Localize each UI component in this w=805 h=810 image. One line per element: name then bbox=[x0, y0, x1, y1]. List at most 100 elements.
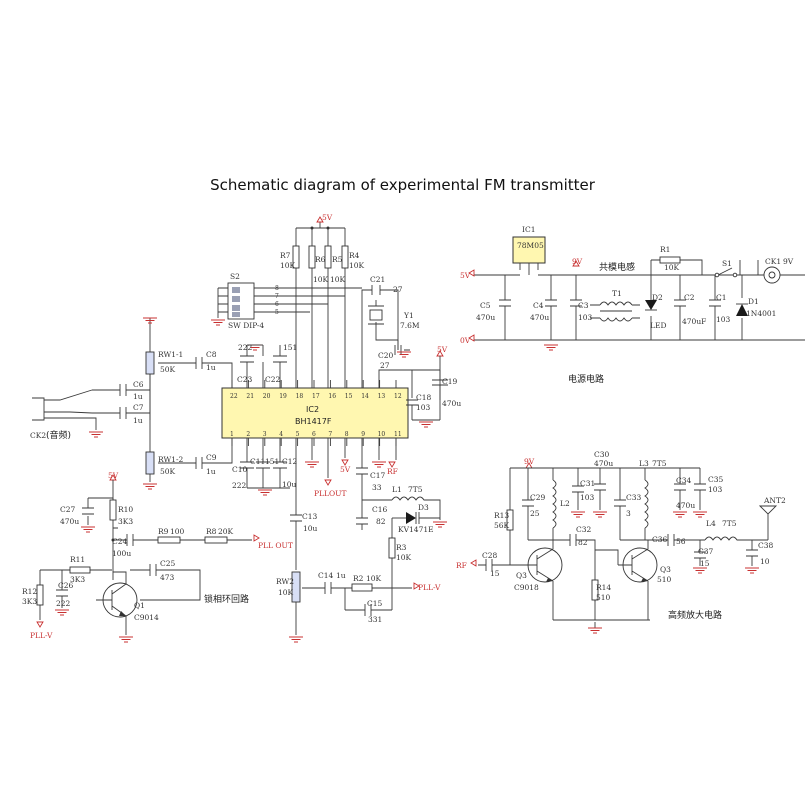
rw1-1-ref: RW1-1 bbox=[158, 350, 183, 359]
r13-value: 56K bbox=[494, 521, 510, 530]
ic2-pin-label: 20 bbox=[263, 393, 271, 400]
c32-ref: C32 bbox=[576, 525, 592, 534]
c10-value: 222 bbox=[232, 481, 247, 490]
ic2-pin-label: 11 bbox=[394, 431, 402, 438]
c5-ref: C5 bbox=[480, 301, 491, 310]
l1-value: 7T5 bbox=[408, 485, 423, 494]
c18-ref: C18 bbox=[416, 393, 432, 402]
ic2-pin-label: 15 bbox=[345, 393, 353, 400]
ant2-ref: ANT2 bbox=[763, 496, 786, 505]
ic2-pin-label: 18 bbox=[296, 393, 304, 400]
r4-ref: R4 bbox=[349, 251, 360, 260]
c14-value: 1u bbox=[336, 571, 346, 580]
r10-ref: R10 bbox=[118, 505, 133, 514]
c38-value: 10 bbox=[760, 557, 770, 566]
rw2-ref: RW2 bbox=[276, 577, 294, 586]
net-9v-rf: 9V bbox=[524, 457, 535, 466]
r11-value: 3K3 bbox=[70, 575, 85, 584]
c3-ref: C3 bbox=[578, 301, 589, 310]
c2-ref: C2 bbox=[684, 293, 695, 302]
ck2-ref: CK2 bbox=[30, 431, 46, 440]
ic2-pin-label: 22 bbox=[230, 393, 238, 400]
ic2-pin-label: 19 bbox=[279, 393, 287, 400]
c6-ref: C6 bbox=[133, 380, 144, 389]
c15-ref: C15 bbox=[367, 599, 383, 608]
c1-ref: C1 bbox=[716, 293, 727, 302]
r6-ref: R6 bbox=[315, 255, 326, 264]
r12-ref: R12 bbox=[22, 587, 37, 596]
c27-value: 470u bbox=[60, 517, 79, 526]
c31-ref: C31 bbox=[580, 479, 595, 488]
c8-ref: C8 bbox=[206, 350, 217, 359]
ic2-pin-label: 14 bbox=[361, 393, 369, 400]
c29-value: 25 bbox=[530, 509, 540, 518]
c18-value: 103 bbox=[416, 403, 431, 412]
c12-value: 10u bbox=[282, 480, 297, 489]
c16-value: 82 bbox=[376, 517, 386, 526]
ic2-pin-label: 16 bbox=[328, 393, 336, 400]
y1-value: 7.6M bbox=[400, 321, 420, 330]
c33-ref: C33 bbox=[626, 493, 642, 502]
c24-value: 100u bbox=[112, 549, 131, 558]
c36-ref: C36 bbox=[652, 535, 668, 544]
c23-value: 222 bbox=[238, 343, 253, 352]
r6-value: 10K bbox=[313, 275, 329, 284]
c21-ref: C21 bbox=[370, 275, 385, 284]
r7-value: 10K bbox=[280, 261, 296, 270]
c24-ref: C24 bbox=[112, 537, 128, 546]
c30-value: 470u bbox=[594, 459, 613, 468]
rw1-1-value: 50K bbox=[160, 365, 176, 374]
r13-ref: R13 bbox=[494, 511, 509, 520]
r3-value: 10K bbox=[396, 553, 412, 562]
dip-pin-7: 7 bbox=[275, 293, 279, 300]
c5-value: 470u bbox=[476, 313, 495, 322]
r9-ref: R9 bbox=[158, 527, 169, 536]
ic2-pin-label: 2 bbox=[246, 431, 250, 438]
c22-ref: C22 bbox=[265, 375, 281, 384]
c19-value: 470u bbox=[442, 399, 461, 408]
c37-value: 15 bbox=[700, 559, 710, 568]
r14-ref: R14 bbox=[596, 583, 611, 592]
vco-tank: L1 7T5 C16 82 D3 KV1471E R3 10K bbox=[356, 485, 448, 588]
q3-ref: Q3 bbox=[660, 565, 671, 574]
net-rf-input: RF bbox=[456, 561, 467, 570]
c1-value: 103 bbox=[716, 315, 731, 324]
d1-ref: D1 bbox=[748, 297, 759, 306]
ic2-pin-label: 12 bbox=[394, 393, 402, 400]
net-5v-pll: 5V bbox=[108, 471, 119, 480]
c9-ref: C9 bbox=[206, 453, 217, 462]
c20-value: 27 bbox=[380, 361, 390, 370]
ic2-ref: IC2 bbox=[306, 405, 319, 414]
power-supply: IC1 78M05 5V 0V C5 470u C4 470u C3 103 9… bbox=[460, 225, 805, 385]
pll-loop: 5V C27 470u R10 3K3 PLL OUT C24 100u R9 … bbox=[22, 471, 293, 643]
r4-value: 10K bbox=[349, 261, 365, 270]
rw1-2-value: 50K bbox=[160, 467, 176, 476]
ic2-body bbox=[221, 387, 409, 439]
ic2-pin-label: 8 bbox=[345, 431, 349, 438]
net-pllv-right: PLL-V bbox=[418, 583, 441, 592]
c13-value: 10u bbox=[303, 524, 318, 533]
q2-ref: Q3 bbox=[516, 571, 527, 580]
ck1-ref: CK1 bbox=[765, 257, 781, 266]
c7-value: 1u bbox=[133, 416, 143, 425]
c31-value: 103 bbox=[580, 493, 595, 502]
r7-ref: R7 bbox=[280, 251, 291, 260]
pullup-resistors: 5V R7 10K R6 10K R5 10K R4 10K bbox=[280, 213, 365, 388]
c25-ref: C25 bbox=[160, 559, 176, 568]
c17-value: 33 bbox=[372, 483, 382, 492]
r11-ref: R11 bbox=[70, 555, 85, 564]
c22-value: 151 bbox=[283, 343, 297, 352]
dip-pin-6: 6 bbox=[275, 301, 279, 308]
ck2-value: (音频) bbox=[46, 429, 71, 441]
c21-value: 27 bbox=[393, 285, 403, 294]
d3-value: KV1471E bbox=[398, 525, 434, 534]
s2-ref: S2 bbox=[230, 272, 240, 281]
dip-pin-5: 5 bbox=[275, 309, 279, 316]
c28-ref: C28 bbox=[482, 551, 498, 560]
c14-ref: C14 bbox=[318, 571, 334, 580]
t1-ref: T1 bbox=[612, 289, 622, 298]
dip-pin-8: 8 bbox=[275, 285, 279, 292]
c17-ref: C17 bbox=[370, 471, 386, 480]
ic2-pin-label: 1 bbox=[230, 431, 234, 438]
